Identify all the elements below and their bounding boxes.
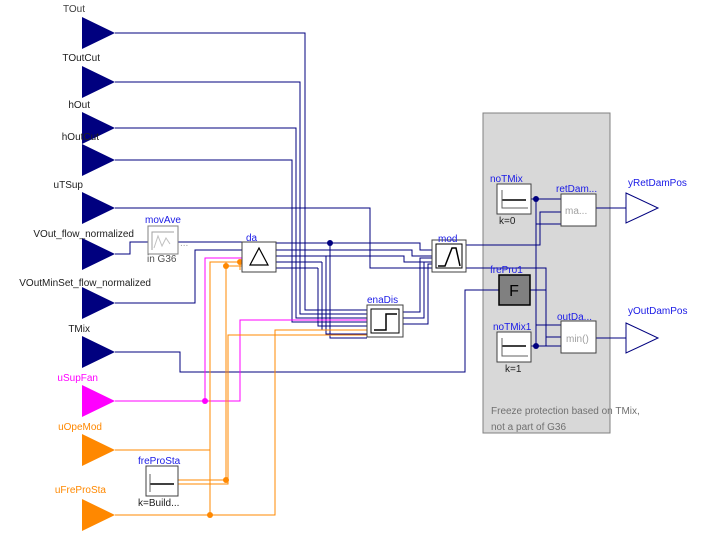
input-hOutCut-connector[interactable]: [82, 144, 115, 176]
enaDis-name: enaDis: [367, 295, 398, 306]
boolean-junction: [202, 398, 208, 404]
label-TMix: TMix: [68, 324, 90, 335]
mod-name: mod: [438, 234, 457, 245]
label-yOutDamPos: yOutDamPos: [628, 306, 687, 317]
output-yOutDamPos-connector[interactable]: [625, 322, 660, 354]
movAve-name: movAve: [145, 215, 181, 226]
input-VOut-connector[interactable]: [82, 238, 115, 270]
retDam-fn: ma...: [565, 206, 587, 217]
label-yRetDamPos: yRetDamPos: [628, 178, 687, 189]
da-name: da: [246, 233, 258, 244]
outDam-fn: min(): [566, 334, 589, 345]
label-TOutCut: TOutCut: [62, 53, 100, 64]
frePro1-block[interactable]: [498, 274, 531, 306]
noTMix-block[interactable]: [496, 183, 532, 215]
label-VOut_flow_normalized: VOut_flow_normalized: [33, 229, 134, 240]
input-TMix-connector[interactable]: [82, 336, 115, 368]
noTMix-name: noTMix: [490, 174, 523, 185]
outDam-name: outDa...: [557, 312, 592, 323]
movAve-hidden-param: ...: [180, 238, 188, 249]
input-uSupFan-connector[interactable]: [82, 385, 115, 417]
label-hOutCut: hOutCut: [62, 132, 99, 143]
freProSta-block[interactable]: [145, 465, 179, 497]
noTMix1-param: k=1: [505, 364, 522, 375]
retDam-block[interactable]: [560, 193, 597, 227]
input-TOutCut-connector[interactable]: [82, 66, 115, 98]
label-uTSup: uTSup: [54, 180, 84, 191]
label-VOutMinSet_flow_normalized: VOutMinSet_flow_normalized: [19, 278, 151, 289]
retDam-name: retDam...: [556, 184, 597, 195]
input-hOut-connector[interactable]: [82, 112, 115, 144]
input-TOut-connector[interactable]: [82, 17, 115, 49]
noTMix1-block[interactable]: [496, 331, 532, 363]
freeze-note-line2: not a part of G36: [491, 422, 566, 433]
label-TOut: TOut: [63, 4, 85, 15]
label-uFreProSta: uFreProSta: [55, 485, 107, 496]
input-uFreProSta-connector[interactable]: [82, 499, 115, 531]
freProSta-param: k=Build...: [138, 498, 179, 509]
input-uOpeMod-connector[interactable]: [82, 434, 115, 466]
noTMix1-name: noTMix1: [493, 322, 532, 333]
integer-junctions: [207, 259, 243, 518]
output-yRetDamPos-connector[interactable]: [625, 192, 660, 224]
label-hOut: hOut: [68, 100, 90, 111]
movAve-sub: in G36: [147, 254, 177, 265]
freProSta-name: freProSta: [138, 456, 181, 467]
real-signal-wires: [115, 32, 626, 373]
junction-dots: [327, 196, 539, 349]
label-uSupFan: uSupFan: [57, 373, 98, 384]
input-uTSup-connector[interactable]: [82, 192, 115, 224]
movAve-block[interactable]: [147, 225, 179, 255]
boolean-signal-wires: [115, 257, 367, 402]
input-VOutMinSet-connector[interactable]: [82, 287, 115, 319]
frePro1-glyph: F: [509, 283, 519, 300]
da-block[interactable]: [241, 241, 277, 273]
outDam-block[interactable]: [560, 320, 597, 354]
enaDis-block[interactable]: [366, 304, 404, 338]
frePro1-name: frePro1: [490, 265, 523, 276]
freeze-note-line1: Freeze protection based on TMix,: [491, 406, 640, 417]
noTMix-param: k=0: [499, 216, 516, 227]
label-uOpeMod: uOpeMod: [58, 422, 102, 433]
mod-block[interactable]: [431, 239, 467, 273]
